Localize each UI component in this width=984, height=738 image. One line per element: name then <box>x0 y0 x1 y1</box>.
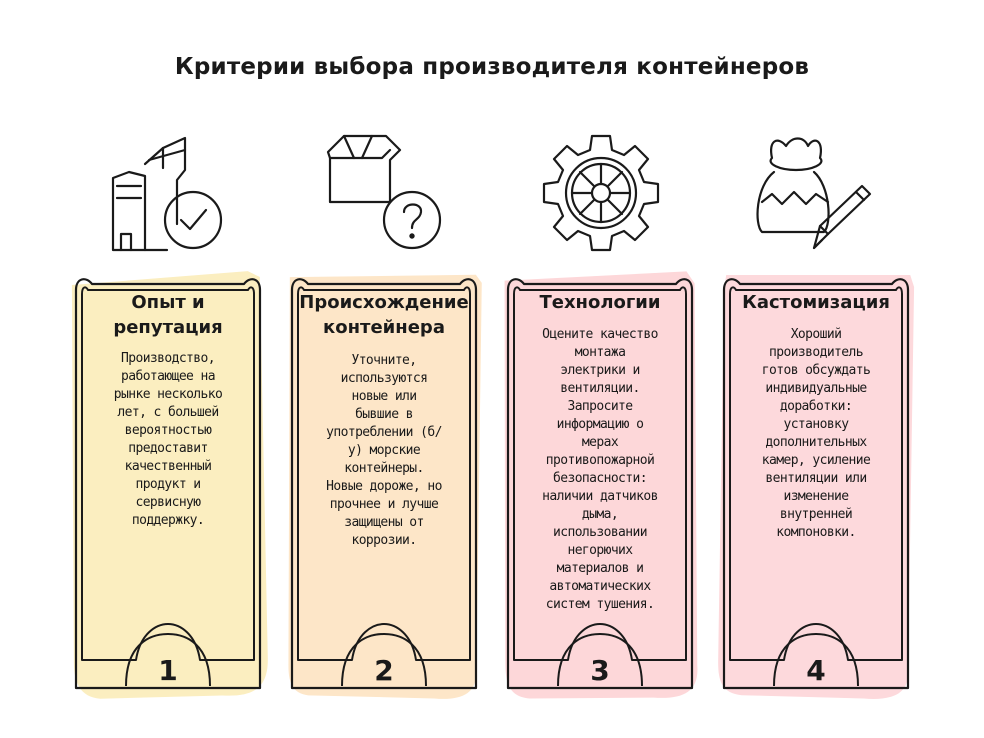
card-4-number: 4 <box>806 654 826 687</box>
card-3-number: 3 <box>590 654 610 687</box>
card-1-title: Опыт и репутация <box>113 292 223 338</box>
page-title: Критерии выбора производителя контейнеро… <box>174 54 810 80</box>
card-4-frame <box>718 274 915 699</box>
card-1-body: Производство, работающее на рынке нескол… <box>113 351 223 528</box>
box-question-icon <box>320 128 450 252</box>
card-2-number: 2 <box>374 654 394 687</box>
card-3-body: Оцените качество монтажа электрики и вен… <box>542 327 658 612</box>
card-4-title: Кастомизация <box>742 292 890 313</box>
card-4: Кастомизация Хороший производитель готов… <box>718 270 915 702</box>
card-1-frame <box>71 271 268 699</box>
card-2-body: Уточните, используются новые или бывшие … <box>326 353 442 548</box>
card-2-frame <box>288 274 482 699</box>
card-3-frame <box>504 271 698 699</box>
card-2-title: Происхождение контейнера <box>299 292 469 338</box>
card-2: Происхождение контейнера Уточните, испол… <box>286 270 482 702</box>
bag-pencil-icon <box>752 128 882 252</box>
card-1-number: 1 <box>158 654 178 687</box>
card-4-body: Хороший производитель готов обсуждать ин… <box>761 327 871 540</box>
gear-icon <box>536 128 666 252</box>
card-3: Технологии Оцените качество монтажа элек… <box>502 270 698 702</box>
card-3-title: Технологии <box>539 292 661 313</box>
buildings-check-icon <box>105 128 235 252</box>
card-1: Опыт и репутация Производство, работающе… <box>70 270 268 702</box>
